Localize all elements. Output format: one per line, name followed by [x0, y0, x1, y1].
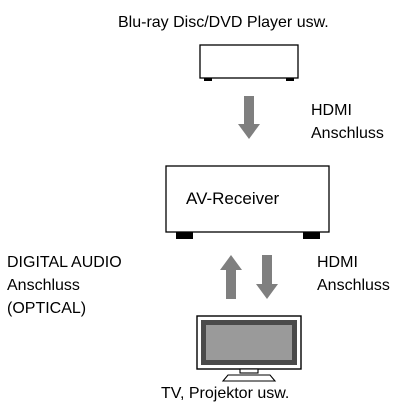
player-label: Blu-ray Disc/DVD Player usw. — [118, 14, 329, 31]
av-receiver-device — [165, 165, 330, 239]
arrow-down-top — [238, 96, 260, 139]
hdmi-right-label: HDMI — [317, 254, 358, 271]
receiver-label: AV-Receiver — [186, 189, 280, 208]
hdmi-top-label: HDMI — [311, 102, 352, 119]
tv-label: TV, Projektor usw. — [161, 385, 290, 402]
tv-device — [196, 315, 302, 382]
arrow-down-right — [256, 255, 278, 299]
hdmi-top-label-2: Anschluss — [311, 125, 384, 142]
digital-audio-label-3: (OPTICAL) — [7, 300, 87, 317]
player-device — [199, 44, 299, 81]
hdmi-right-label-2: Anschluss — [317, 277, 390, 294]
digital-audio-label: DIGITAL AUDIO — [7, 254, 122, 271]
arrow-up-left — [220, 255, 242, 299]
digital-audio-label-2: Anschluss — [7, 277, 80, 294]
